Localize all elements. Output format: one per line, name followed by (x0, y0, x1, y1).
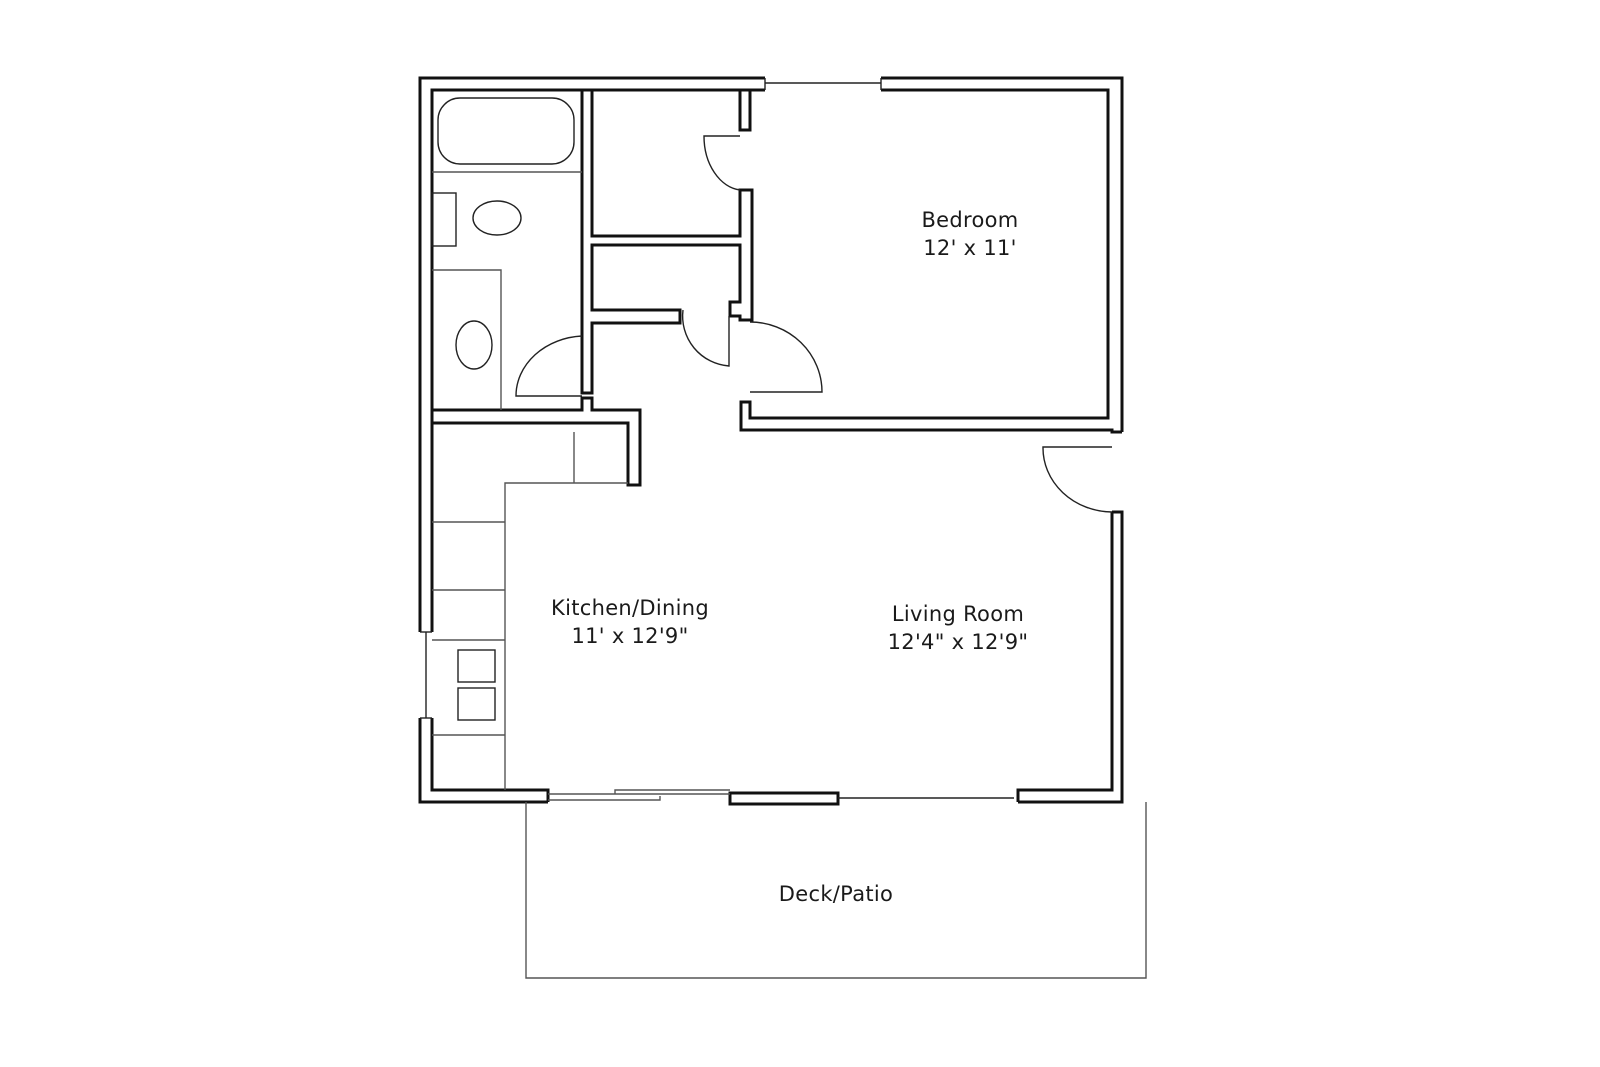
room-label-bedroom: Bedroom 12' x 11' (890, 206, 1050, 262)
room-dimensions: 12'4" x 12'9" (887, 630, 1029, 654)
interior-walls (432, 88, 754, 487)
room-dimensions: 12' x 11' (923, 236, 1017, 260)
kitchen-counters (432, 432, 628, 790)
room-label-living-room: Living Room 12'4" x 12'9" (868, 600, 1048, 656)
room-label-deck-patio: Deck/Patio (756, 880, 916, 908)
stove-burner-icon (457, 649, 496, 683)
toilet-tank-icon (431, 192, 457, 247)
toilet-bowl-icon (472, 200, 522, 236)
room-name: Kitchen/Dining (551, 596, 709, 620)
stove-burner-icon (457, 687, 496, 721)
room-name: Deck/Patio (778, 882, 894, 906)
room-label-kitchen-dining: Kitchen/Dining 11' x 12'9" (530, 594, 730, 650)
bathtub-icon (437, 97, 575, 165)
room-dimensions: 11' x 12'9" (571, 624, 689, 648)
doors (515, 135, 1113, 513)
deck-outline (525, 802, 1147, 979)
sink-icon (455, 320, 493, 370)
bathroom-fixtures (431, 97, 582, 410)
room-name: Living Room (891, 602, 1025, 626)
room-name: Bedroom (921, 208, 1019, 232)
exterior-walls (418, 76, 1124, 806)
